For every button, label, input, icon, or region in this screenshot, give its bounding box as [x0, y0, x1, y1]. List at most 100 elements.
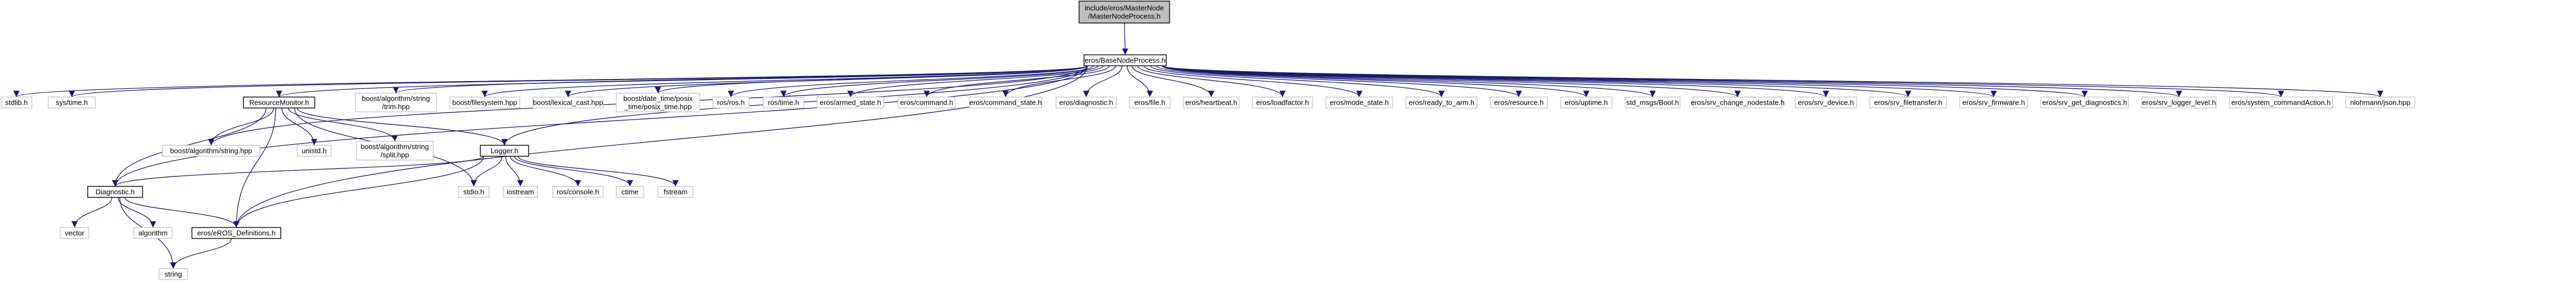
node-split-label-1: /split.hpp [381, 151, 409, 159]
node-resource: eros/resource.h [1490, 96, 1548, 109]
node-diagmsg: eros/diagnostic.h [1056, 96, 1117, 109]
node-diagmsg-box [1056, 96, 1117, 109]
edge-logger-to-defs [233, 156, 484, 228]
node-logger-box [480, 145, 529, 157]
edge-logger-to-console [510, 156, 581, 187]
node-lexical-box [532, 96, 604, 109]
node-vector-box [60, 227, 89, 239]
node-logger-label-0: Logger.h [491, 146, 519, 155]
node-string: string [158, 268, 188, 280]
node-trim: boost/algorithm/string/trim.hpp [355, 93, 437, 112]
node-rosros-label-0: ros/ros.h [717, 98, 745, 106]
node-loggerlevel-box [2141, 96, 2217, 109]
edge-diagnostic-to-algorithm [117, 197, 156, 228]
edge-base-to-lexical [565, 65, 1088, 98]
node-modestate-box [1325, 96, 1393, 109]
edge-base-to-uptime [1161, 65, 1590, 98]
node-uptime-label-0: eros/uptime.h [1565, 98, 1608, 106]
node-boolmsg-label-0: std_msgs/Bool.h [1626, 98, 1679, 106]
node-srvdevice-label-0: eros/srv_device.h [1798, 98, 1854, 106]
node-command-label-0: eros/command.h [900, 98, 954, 106]
node-armed-label-0: eros/armed_state.h [820, 98, 881, 106]
node-uptime: eros/uptime.h [1560, 96, 1613, 109]
node-rostime-label-0: ros/time.h [768, 98, 799, 106]
node-loadfactor-label-0: eros/loadfactor.h [1256, 98, 1309, 106]
edge-resmon-to-defs [233, 107, 276, 228]
edge-base-to-resmon [276, 65, 1088, 98]
node-lexical: boost/lexical_cast.hpp [532, 96, 604, 109]
node-resource-box [1490, 96, 1548, 109]
node-algorithm: algorithm [133, 227, 173, 239]
node-sysaction-label-0: eros/system_commandAction.h [2231, 98, 2330, 106]
node-unistd-label-0: unistd.h [302, 146, 327, 155]
node-sysaction-box [2229, 96, 2333, 109]
node-sysaction: eros/system_commandAction.h [2229, 96, 2333, 109]
node-resmon[interactable]: ResourceMonitor.h [243, 96, 315, 109]
node-srvdevice: eros/srv_device.h [1795, 96, 1857, 109]
node-getdiag: eros/srv_get_diagnostics.h [2040, 96, 2129, 109]
edge-base-to-diagmsg [1083, 65, 1122, 98]
node-logger[interactable]: Logger.h [480, 145, 529, 157]
node-systime-label-0: sys/time.h [56, 98, 88, 106]
node-changenode-box [1693, 96, 1783, 109]
node-unistd: unistd.h [297, 145, 332, 157]
node-rostime: ros/time.h [763, 96, 804, 109]
node-algorithm-label-0: algorithm [138, 229, 167, 237]
node-file: eros/file.h [1129, 96, 1171, 109]
node-trim-label-1: /trim.hpp [382, 103, 410, 111]
node-json-box [2345, 96, 2415, 109]
edge-defs-to-string [170, 238, 232, 269]
node-resource-label-0: eros/resource.h [1494, 98, 1544, 106]
node-split-box [356, 141, 434, 161]
node-lexical-label-0: boost/lexical_cast.hpp [533, 98, 603, 106]
edge-resmon-to-diagnostic [112, 107, 266, 187]
node-split-label-0: boost/algorithm/string [361, 143, 429, 151]
node-resmon-label-0: ResourceMonitor.h [249, 98, 309, 106]
edge-base-to-command [923, 65, 1110, 98]
node-filetransfer-label-0: eros/srv_filetransfer.h [1874, 98, 1942, 106]
edge-base-to-modestate [1143, 65, 1363, 98]
node-armed-box [816, 96, 884, 109]
node-diagnostic-box [87, 186, 143, 198]
node-base[interactable]: eros/BaseNodeProcess.h [1083, 54, 1167, 66]
edge-base-to-diagnostic [112, 65, 1088, 187]
node-fstream-box [657, 186, 694, 198]
node-boolmsg: std_msgs/Bool.h [1625, 96, 1681, 109]
node-json: nlohmann/json.hpp [2345, 96, 2415, 109]
node-heartbeat-box [1183, 96, 1240, 109]
edge-resmon-to-algostring [208, 107, 274, 146]
node-heartbeat: eros/heartbeat.h [1183, 96, 1240, 109]
node-algostring-label-0: boost/algorithm/string.hpp [170, 146, 252, 155]
node-posix: boost/date_time/posix_time/posix_time.hp… [616, 93, 700, 112]
node-getdiag-box [2040, 96, 2129, 109]
node-split: boost/algorithm/string/split.hpp [356, 141, 434, 161]
node-fstream-label-0: fstream [663, 187, 687, 196]
node-file-label-0: eros/file.h [1134, 98, 1165, 106]
node-file-box [1129, 96, 1171, 109]
node-ctime: ctime [616, 186, 644, 198]
node-loggerlevel-label-0: eros/srv_logger_level.h [2142, 98, 2216, 106]
node-loadfactor: eros/loadfactor.h [1252, 96, 1313, 109]
node-diagnostic[interactable]: Diagnostic.h [87, 186, 143, 198]
node-unistd-box [297, 145, 332, 157]
node-trim-box [355, 93, 437, 112]
node-filetransfer-box [1869, 96, 1947, 109]
edge-base-to-loadfactor [1137, 65, 1286, 98]
node-ctime-box [616, 186, 644, 198]
node-defs[interactable]: eros/eROS_Definitions.h [191, 227, 281, 239]
node-vector-label-0: vector [65, 229, 84, 237]
node-srvdevice-box [1795, 96, 1857, 109]
node-firmware-box [1959, 96, 2028, 109]
node-changenode: eros/srv_change_nodestate.h [1690, 96, 1785, 109]
node-base-label-0: eros/BaseNodeProcess.h [1085, 56, 1165, 64]
node-cmdstate-label-0: eros/command_state.h [969, 98, 1042, 106]
node-string-label-0: string [164, 270, 182, 278]
edge-base-to-changenode [1162, 65, 1741, 98]
edge-diagnostic-to-vector [71, 197, 112, 228]
node-master[interactable]: include/eros/MasterNode/MasterNodeProces… [1079, 1, 1170, 24]
node-getdiag-label-0: eros/srv_get_diagnostics.h [2042, 98, 2127, 106]
node-iostream: iostream [503, 186, 538, 198]
node-algostring-box [162, 145, 260, 157]
node-ctime-label-0: ctime [621, 187, 638, 196]
